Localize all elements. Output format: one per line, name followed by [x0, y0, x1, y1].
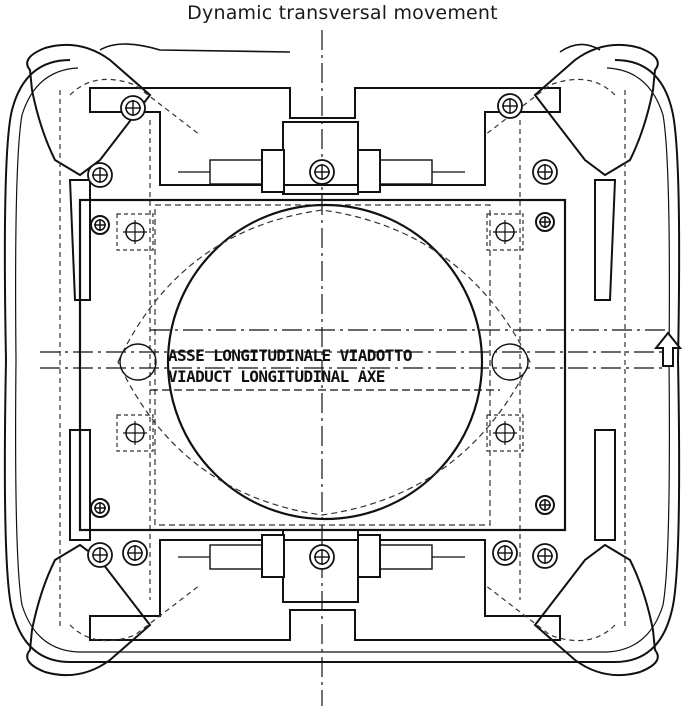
arrow-up-outline-icon — [653, 331, 683, 367]
side-lugs — [119, 343, 529, 381]
central-disc — [166, 203, 484, 521]
page-title: Dynamic transversal movement — [187, 2, 498, 24]
guide-rails — [59, 78, 626, 642]
bottom-guide — [178, 529, 465, 603]
lens-outline — [117, 209, 531, 516]
corner-links — [26, 43, 659, 677]
axis-label-english: VIADUCT LONGITUDINAL AXE — [168, 367, 385, 386]
outer-frame — [3, 59, 681, 663]
top-cap — [89, 43, 601, 186]
inner-plate — [154, 204, 491, 526]
side-plates — [68, 179, 617, 541]
axis-lines — [40, 329, 665, 391]
axis-label-italian: ASSE LONGITUDINALE VIADOTTO — [168, 346, 412, 365]
top-guide — [178, 121, 465, 195]
